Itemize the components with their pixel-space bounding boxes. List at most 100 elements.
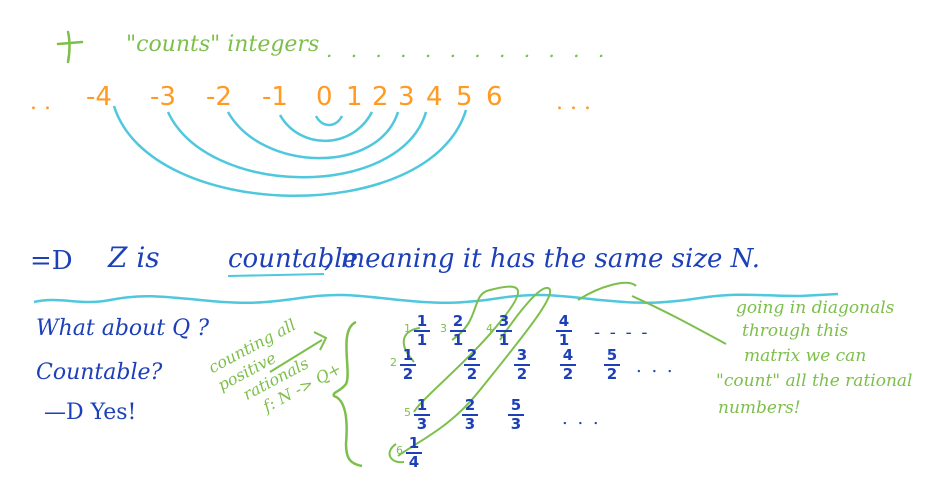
number-line-value: -1 xyxy=(262,82,288,112)
right-note-line-2: through this xyxy=(742,321,849,341)
fraction-bar xyxy=(464,364,480,366)
fraction-bar xyxy=(496,330,512,332)
number-line-value: -4 xyxy=(86,82,112,112)
countable-word: countable xyxy=(228,244,358,274)
right-note-line-5: numbers! xyxy=(718,398,801,418)
fraction-numerator: 3 xyxy=(516,346,528,364)
fraction-bar xyxy=(508,414,524,416)
fraction-denominator: 4 xyxy=(408,453,420,471)
enumeration-index: 3 xyxy=(440,322,447,335)
right-note-line-1: going in diagonals xyxy=(736,298,895,318)
green-brace xyxy=(332,320,363,468)
number-line-value: 3 xyxy=(398,82,415,112)
fraction-denominator: 3 xyxy=(464,415,476,433)
enumeration-index: 1 xyxy=(404,322,411,335)
number-line-value: 4 xyxy=(426,82,443,112)
fraction-numerator: 1 xyxy=(408,434,420,452)
fraction-denominator: 2 xyxy=(606,365,618,383)
arc-3 xyxy=(166,111,428,179)
number-line-value: 1 xyxy=(346,82,363,112)
fraction-numerator: 5 xyxy=(606,346,618,364)
diag-loop-5 xyxy=(388,443,405,464)
arc-4 xyxy=(112,105,468,197)
fraction-bar xyxy=(556,330,572,332)
fraction-denominator: 2 xyxy=(516,365,528,383)
arc-1 xyxy=(278,111,374,143)
row3-dots: . . . xyxy=(562,408,601,429)
fraction-bar xyxy=(400,364,416,366)
fraction-denominator: 1 xyxy=(558,331,570,349)
conclusion-text-after: , meaning it has the same size N. xyxy=(324,244,761,274)
enumeration-index: 6 xyxy=(396,444,403,457)
diag-loop-4 xyxy=(577,281,637,301)
fraction-numerator: 2 xyxy=(466,346,478,364)
f-stroke xyxy=(56,30,84,64)
counts-label: "counts" integers xyxy=(126,32,320,57)
fraction-numerator: 1 xyxy=(416,312,428,330)
fraction-denominator: 1 xyxy=(452,331,464,349)
number-line-value: 0 xyxy=(316,82,333,112)
fraction-numerator: 4 xyxy=(558,312,570,330)
right-arrow xyxy=(631,295,727,345)
fraction-bar xyxy=(604,364,620,366)
fraction-denominator: 3 xyxy=(510,415,522,433)
fraction-denominator: 2 xyxy=(562,365,574,383)
number-line-left-dots: . . xyxy=(30,90,51,115)
number-line-value: 2 xyxy=(372,82,389,112)
fraction-bar xyxy=(514,364,530,366)
right-note-line-4: "count" all the rational xyxy=(716,371,913,391)
countable-underline xyxy=(227,273,325,277)
fraction-bar xyxy=(414,414,430,416)
side-arrow xyxy=(269,331,328,373)
number-line-value: 5 xyxy=(456,82,473,112)
row2-dots: . . . xyxy=(636,356,675,377)
fraction-numerator: 1 xyxy=(416,396,428,414)
conclusion-text-before: Z is xyxy=(108,241,160,274)
fraction-numerator: 1 xyxy=(402,346,414,364)
fraction-denominator: 2 xyxy=(402,365,414,383)
what-about-q: What about Q ? xyxy=(36,316,210,341)
fraction-numerator: 3 xyxy=(498,312,510,330)
wavy-divider xyxy=(33,292,839,305)
countable-question: Countable? xyxy=(36,360,163,385)
arc-0 xyxy=(314,115,344,127)
implies-arrow: =D xyxy=(30,246,73,276)
fraction-bar xyxy=(414,330,430,332)
fraction-numerator: 5 xyxy=(510,396,522,414)
diag-loop-2 xyxy=(413,285,520,413)
arc-2 xyxy=(226,111,400,160)
fraction-numerator: 2 xyxy=(464,396,476,414)
number-line-value: 6 xyxy=(486,82,503,112)
row1-dots: - - - - xyxy=(594,322,650,343)
fraction-bar xyxy=(462,414,478,416)
enumeration-index: 2 xyxy=(390,356,397,369)
right-note: going in diagonals through this matrix w… xyxy=(716,300,912,417)
right-note-line-3: matrix we can xyxy=(744,346,867,366)
fraction-denominator: 3 xyxy=(416,415,428,433)
diag-loop-3 xyxy=(397,286,551,457)
yes-answer: —D Yes! xyxy=(44,400,137,425)
fraction-numerator: 2 xyxy=(452,312,464,330)
diag-loop-1 xyxy=(402,327,421,363)
dotted-trail: . . . . . . . . . . . . xyxy=(326,38,611,62)
fraction-bar xyxy=(450,330,466,332)
fraction-bar xyxy=(560,364,576,366)
enumeration-index: 5 xyxy=(404,406,411,419)
fraction-denominator: 2 xyxy=(466,365,478,383)
fraction-denominator: 1 xyxy=(498,331,510,349)
number-line-value: -3 xyxy=(150,82,176,112)
